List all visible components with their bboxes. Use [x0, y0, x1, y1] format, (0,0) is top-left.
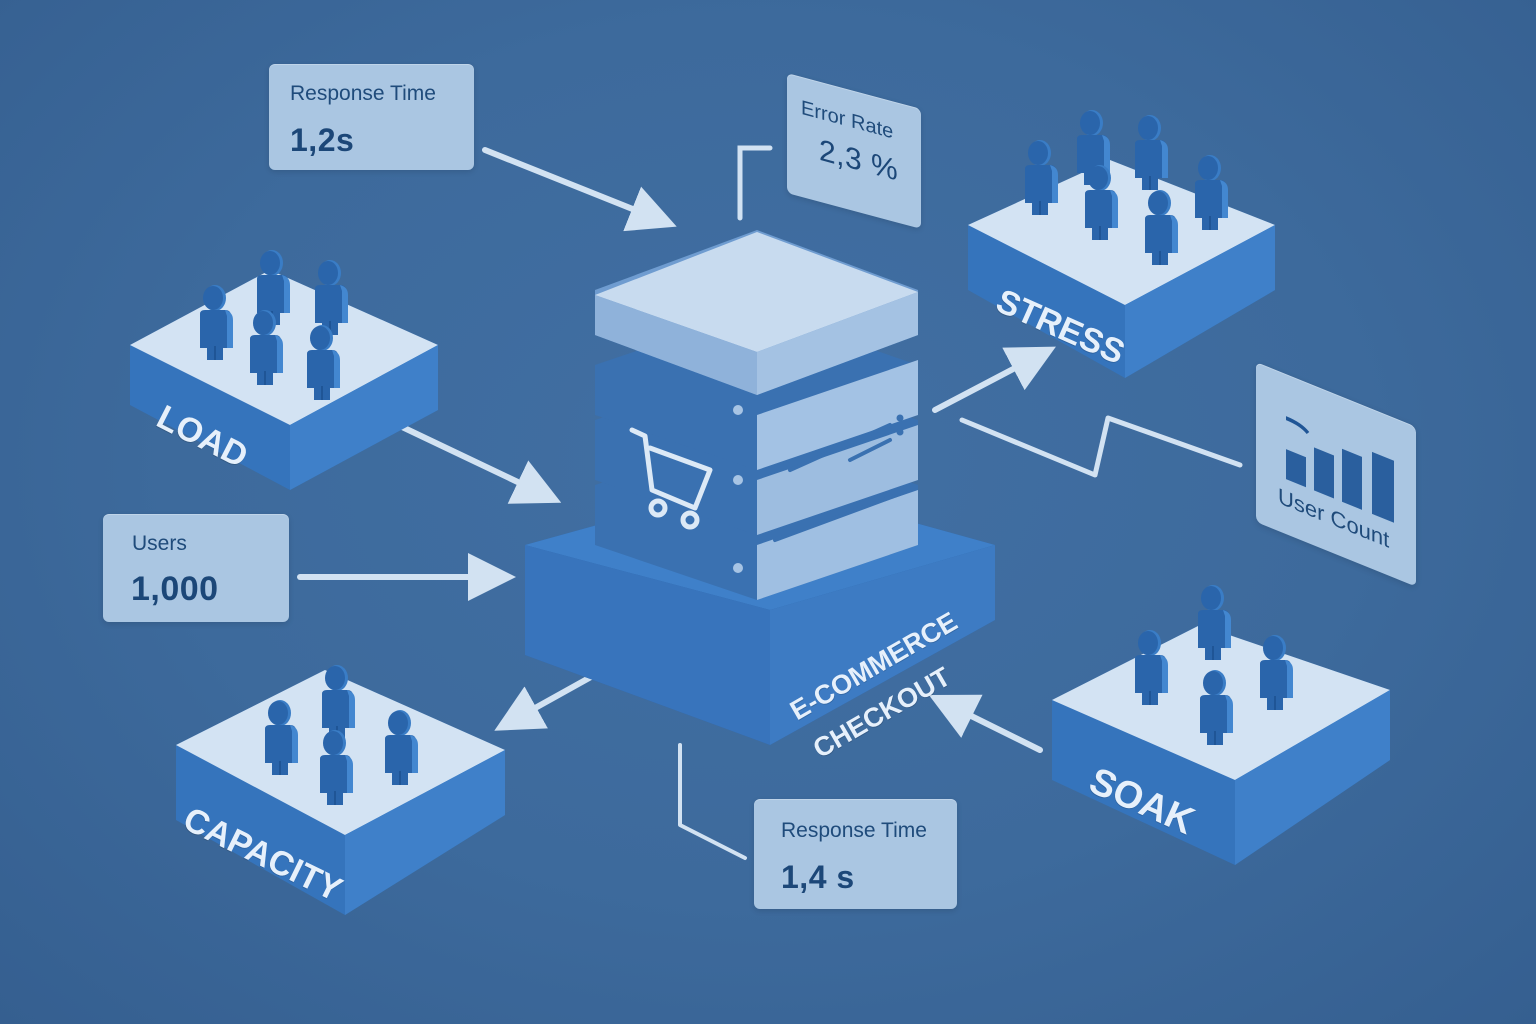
- metric-value: 1,000: [131, 570, 219, 608]
- metric-label: Error Rate: [801, 96, 894, 144]
- metric-card-users: Users 1,000: [103, 514, 289, 622]
- connector-user-count: [959, 415, 1243, 478]
- metric-label: Users: [132, 532, 187, 555]
- metric-card-user-count: User Count: [1256, 362, 1416, 587]
- metric-card-response-time-bottom: Response Time 1,4 s: [754, 799, 957, 909]
- status-led-1: [733, 405, 743, 415]
- platform-load[interactable]: [130, 250, 438, 490]
- arrow-soak-to-server: [928, 694, 1043, 753]
- bar-chart-icon: [1285, 416, 1394, 523]
- connector-response-bottom: [678, 743, 747, 860]
- metric-value: 1,2s: [290, 122, 355, 158]
- metric-label: Response Time: [290, 82, 436, 105]
- arrow-response-to-server: [482, 147, 677, 232]
- server-stack[interactable]: [595, 230, 918, 600]
- metric-label: Response Time: [781, 819, 927, 842]
- platform-capacity[interactable]: [176, 665, 505, 915]
- status-led-3: [733, 563, 743, 573]
- metric-card-response-time-top: Response Time 1,2s: [269, 64, 474, 170]
- status-led-2: [733, 475, 743, 485]
- shopping-cart-icon: [629, 427, 713, 530]
- arrow-load-to-server: [395, 422, 562, 504]
- platform-stress[interactable]: [968, 110, 1275, 378]
- arrow-server-to-stress: [932, 346, 1056, 413]
- metric-value: 1,4 s: [781, 859, 855, 895]
- platform-soak[interactable]: [1052, 585, 1390, 865]
- connector-error-rate: [737, 145, 773, 221]
